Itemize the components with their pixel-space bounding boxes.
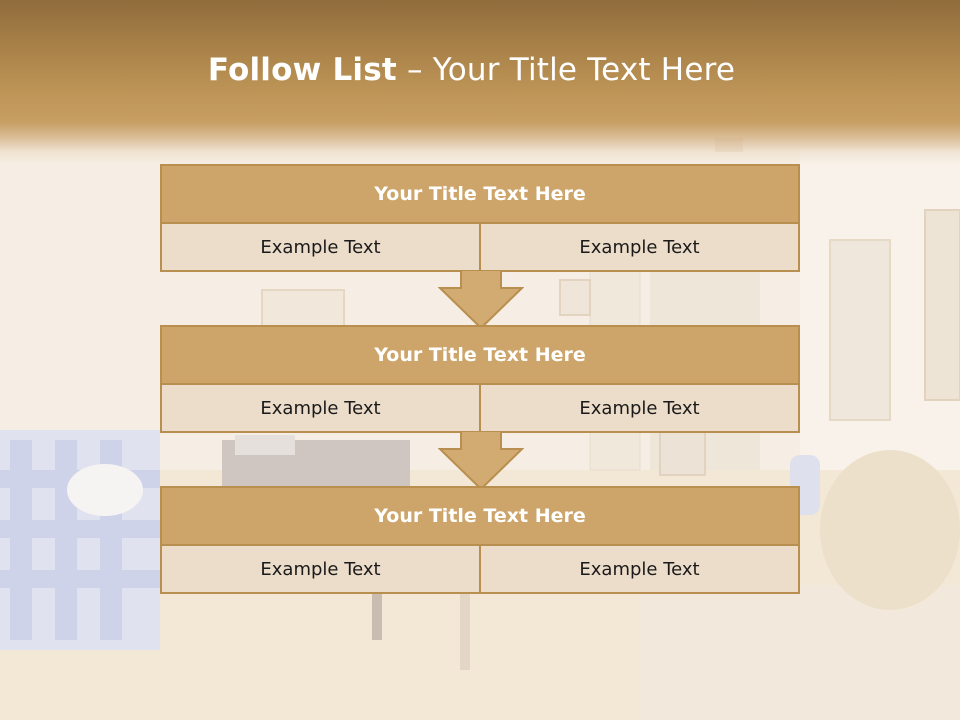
step-1-right-text: Example Text: [479, 224, 798, 270]
step-3-row: Example Text Example Text: [162, 546, 798, 592]
step-3-right-text: Example Text: [479, 546, 798, 592]
down-arrow-icon: [438, 431, 524, 491]
title-bold-part: Follow List: [207, 52, 397, 88]
title-rest: Your Title Text Here: [432, 52, 736, 88]
step-1-row: Example Text Example Text: [162, 224, 798, 270]
step-1-left-text: Example Text: [162, 224, 479, 270]
step-1-title: Your Title Text Here: [162, 166, 798, 224]
flow-step-3: Your Title Text Here Example Text Exampl…: [160, 486, 800, 594]
header-band: [0, 0, 960, 165]
title-separator: –: [396, 52, 433, 88]
flow-step-2: Your Title Text Here Example Text Exampl…: [160, 325, 800, 433]
step-3-left-text: Example Text: [162, 546, 479, 592]
flow-step-1: Your Title Text Here Example Text Exampl…: [160, 164, 800, 272]
step-2-title: Your Title Text Here: [162, 327, 798, 385]
down-arrow-icon: [438, 270, 524, 330]
step-3-title: Your Title Text Here: [162, 488, 798, 546]
slide-title: Follow List – Your Title Text Here: [0, 52, 943, 88]
step-2-row: Example Text Example Text: [162, 385, 798, 431]
step-2-right-text: Example Text: [479, 385, 798, 431]
step-2-left-text: Example Text: [162, 385, 479, 431]
